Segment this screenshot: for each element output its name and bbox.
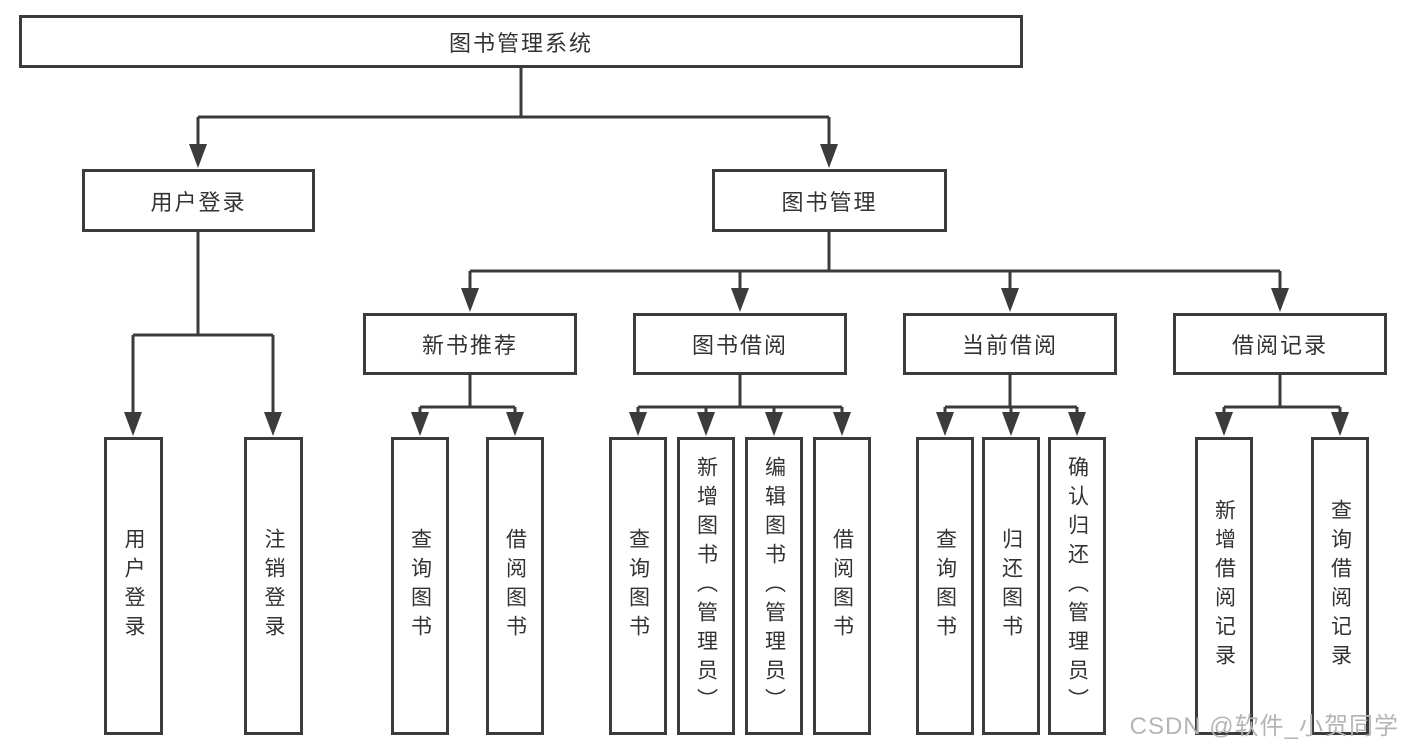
node-label: 新增图书（管理员） <box>694 455 718 717</box>
node-label: 用户登录 <box>150 189 247 215</box>
node-label: 查询图书 <box>626 528 650 644</box>
leaf-add-books-admin: 新增图书（管理员） <box>677 437 735 735</box>
leaf-logout: 注销登录 <box>244 437 303 735</box>
node-label: 查询借阅记录 <box>1328 499 1352 673</box>
leaf-borrow-books: 借阅图书 <box>813 437 871 735</box>
node-label: 注销登录 <box>262 528 285 644</box>
node-label: 图书借阅 <box>691 333 788 358</box>
leaf-query-books-current: 查询图书 <box>916 437 974 735</box>
leaf-user-login: 用户登录 <box>104 437 163 735</box>
node-label: 新书推荐 <box>421 333 518 358</box>
node-label: 用户登录 <box>122 528 145 644</box>
node-label: 图书管理系统 <box>448 30 593 56</box>
node-label: 归还图书 <box>999 528 1023 644</box>
leaf-borrow-books-recommend: 借阅图书 <box>486 437 544 735</box>
node-label: 借阅图书 <box>503 528 527 644</box>
csdn-watermark: CSDN @软件_小贺同学 <box>1129 713 1399 740</box>
leaf-query-books-borrow: 查询图书 <box>609 437 667 735</box>
node-borrow-record: 借阅记录 <box>1173 313 1387 375</box>
node-label: 查询图书 <box>933 528 957 644</box>
node-label: 图书管理 <box>781 189 878 215</box>
node-label: 当前借阅 <box>961 333 1058 358</box>
node-label: 借阅记录 <box>1231 333 1328 358</box>
node-book-management: 图书管理 <box>712 169 947 232</box>
node-label: 借阅图书 <box>830 528 854 644</box>
leaf-return-books: 归还图书 <box>982 437 1040 735</box>
node-label: 查询图书 <box>408 528 432 644</box>
node-label: 编辑图书（管理员） <box>762 455 786 717</box>
node-library-system: 图书管理系统 <box>19 15 1023 68</box>
node-label: 确认归还（管理员） <box>1065 455 1089 717</box>
node-current-borrow: 当前借阅 <box>903 313 1117 375</box>
node-user-login-group: 用户登录 <box>82 169 315 232</box>
leaf-confirm-return-admin: 确认归还（管理员） <box>1048 437 1106 735</box>
node-label: 新增借阅记录 <box>1212 499 1236 673</box>
leaf-edit-books-admin: 编辑图书（管理员） <box>745 437 803 735</box>
node-book-borrow: 图书借阅 <box>633 313 847 375</box>
leaf-query-books-recommend: 查询图书 <box>391 437 449 735</box>
node-new-book-recommend: 新书推荐 <box>363 313 577 375</box>
leaf-add-borrow-record: 新增借阅记录 <box>1195 437 1253 735</box>
leaf-query-borrow-record: 查询借阅记录 <box>1311 437 1369 735</box>
